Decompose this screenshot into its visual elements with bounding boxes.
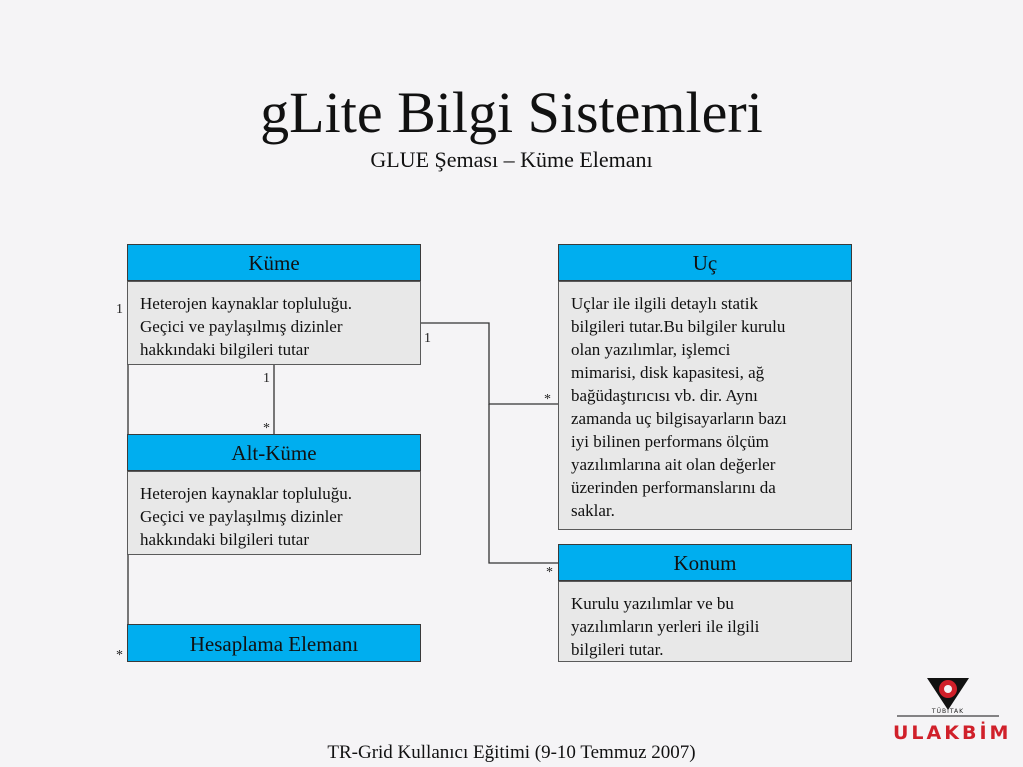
uc-line: olan yazılımlar, işlemci — [571, 340, 731, 359]
mult-konum-left: * — [546, 565, 553, 580]
altkume-line: hakkındaki bilgileri tutar — [140, 530, 310, 549]
uc-body: Uçlar ile ilgili detaylı statik bilgiler… — [558, 281, 852, 530]
kume-line: Geçici ve paylaşılmış dizinler — [140, 317, 343, 336]
altkume-line: Geçici ve paylaşılmış dizinler — [140, 507, 343, 526]
altkume-line: Heterojen kaynaklar topluluğu. — [140, 484, 352, 503]
tubitak-emblem-icon — [897, 678, 999, 717]
uc-line: Uçlar ile ilgili detaylı statik — [571, 294, 758, 313]
mult-hesaplama-left: * — [116, 648, 123, 663]
logo-word: ULAKBİM — [893, 722, 1012, 744]
uc-line: bilgileri tutar.Bu bilgiler kurulu — [571, 317, 786, 336]
mult-kume-bottom: 1 — [263, 371, 270, 386]
mult-uc-left: * — [544, 392, 551, 407]
kume-body: Heterojen kaynaklar topluluğu. Geçici ve… — [127, 281, 421, 365]
uc-line: iyi bilinen performans ölçüm — [571, 432, 769, 451]
konum-line: Kurulu yazılımlar ve bu — [571, 594, 734, 613]
uc-line: yazılımlarına ait olan değerler — [571, 455, 776, 474]
altkume-body: Heterojen kaynaklar topluluğu. Geçici ve… — [127, 471, 421, 555]
uc-line: saklar. — [571, 501, 615, 520]
kume-line: Heterojen kaynaklar topluluğu. — [140, 294, 352, 313]
connector-kume-uc — [420, 322, 559, 405]
mult-altkume-top: * — [263, 421, 270, 436]
hesaplama-header: Hesaplama Elemanı — [127, 624, 421, 662]
konum-body: Kurulu yazılımlar ve bu yazılımların yer… — [558, 581, 852, 662]
altkume-header: Alt-Küme — [127, 434, 421, 471]
konum-header: Konum — [558, 544, 852, 581]
uc-header: Uç — [558, 244, 852, 281]
mult-kume-left: 1 — [116, 302, 123, 317]
uc-line: üzerinden performanslarını da — [571, 478, 776, 497]
konum-line: bilgileri tutar. — [571, 640, 664, 659]
uc-line: zamanda uç bilgisayarların bazı — [571, 409, 787, 428]
uc-line: bağüdaştırıcısı vb. dir. Aynı — [571, 386, 758, 405]
ulakbim-logo: TÜBİTAK ULAKBİM — [893, 672, 1012, 752]
mult-kume-right: 1 — [424, 331, 431, 346]
uc-line: mimarisi, disk kapasitesi, ağ — [571, 363, 765, 382]
logo-small-text: TÜBİTAK — [931, 708, 965, 715]
kume-header: Küme — [127, 244, 421, 281]
connector-kume-konum — [488, 404, 559, 564]
konum-line: yazılımların yerleri ile ilgili — [571, 617, 760, 636]
footer-text: TR-Grid Kullanıcı Eğitimi (9-10 Temmuz 2… — [327, 742, 696, 763]
page-title: gLite Bilgi Sistemleri — [260, 80, 763, 145]
kume-line: hakkındaki bilgileri tutar — [140, 340, 310, 359]
page-subtitle: GLUE Şeması – Küme Elemanı — [370, 147, 653, 172]
